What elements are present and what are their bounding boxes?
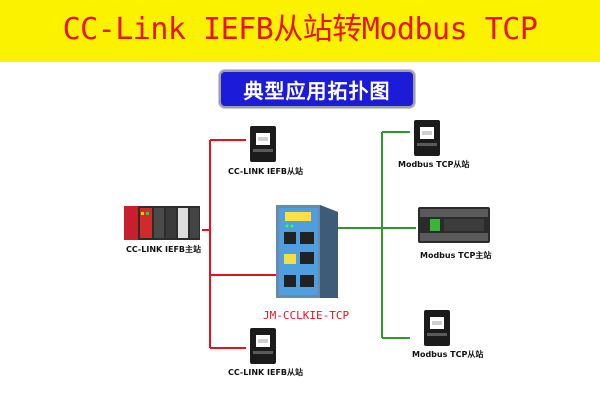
modbus-slave-bottom-label: Modbus TCP从站 bbox=[412, 350, 484, 359]
cclink-connection-lines bbox=[202, 139, 276, 349]
cclink-slave-top-label: CC-LINK IEFB从站 bbox=[228, 167, 304, 176]
cclink-slave-bottom-device-icon bbox=[250, 328, 276, 364]
gateway-model-label: JM-CCLKIE-TCP bbox=[263, 309, 350, 322]
modbus-master-plc-icon bbox=[418, 207, 490, 243]
cclink-slave-bottom-label: CC-LINK IEFB从站 bbox=[228, 368, 304, 377]
modbus-slave-top-label: Modbus TCP从站 bbox=[398, 160, 470, 169]
gateway-device-icon bbox=[276, 205, 338, 298]
subtitle-badge: 典型应用拓扑图 bbox=[219, 70, 415, 108]
modbus-slave-top-device-icon bbox=[414, 120, 440, 156]
page-title: CC-Link IEFB从站转Modbus TCP bbox=[62, 12, 538, 47]
subtitle-text: 典型应用拓扑图 bbox=[243, 78, 391, 103]
modbus-slave-bottom-device-icon bbox=[424, 310, 450, 346]
cclink-master-plc-icon bbox=[124, 206, 200, 240]
cclink-slave-top-device-icon bbox=[250, 126, 276, 162]
modbus-connection-lines bbox=[338, 131, 416, 339]
title-banner: CC-Link IEFB从站转Modbus TCP bbox=[0, 0, 600, 62]
modbus-master-label: Modbus TCP主站 bbox=[420, 251, 492, 260]
cclink-master-label: CC-LINK IEFB主站 bbox=[126, 245, 202, 254]
